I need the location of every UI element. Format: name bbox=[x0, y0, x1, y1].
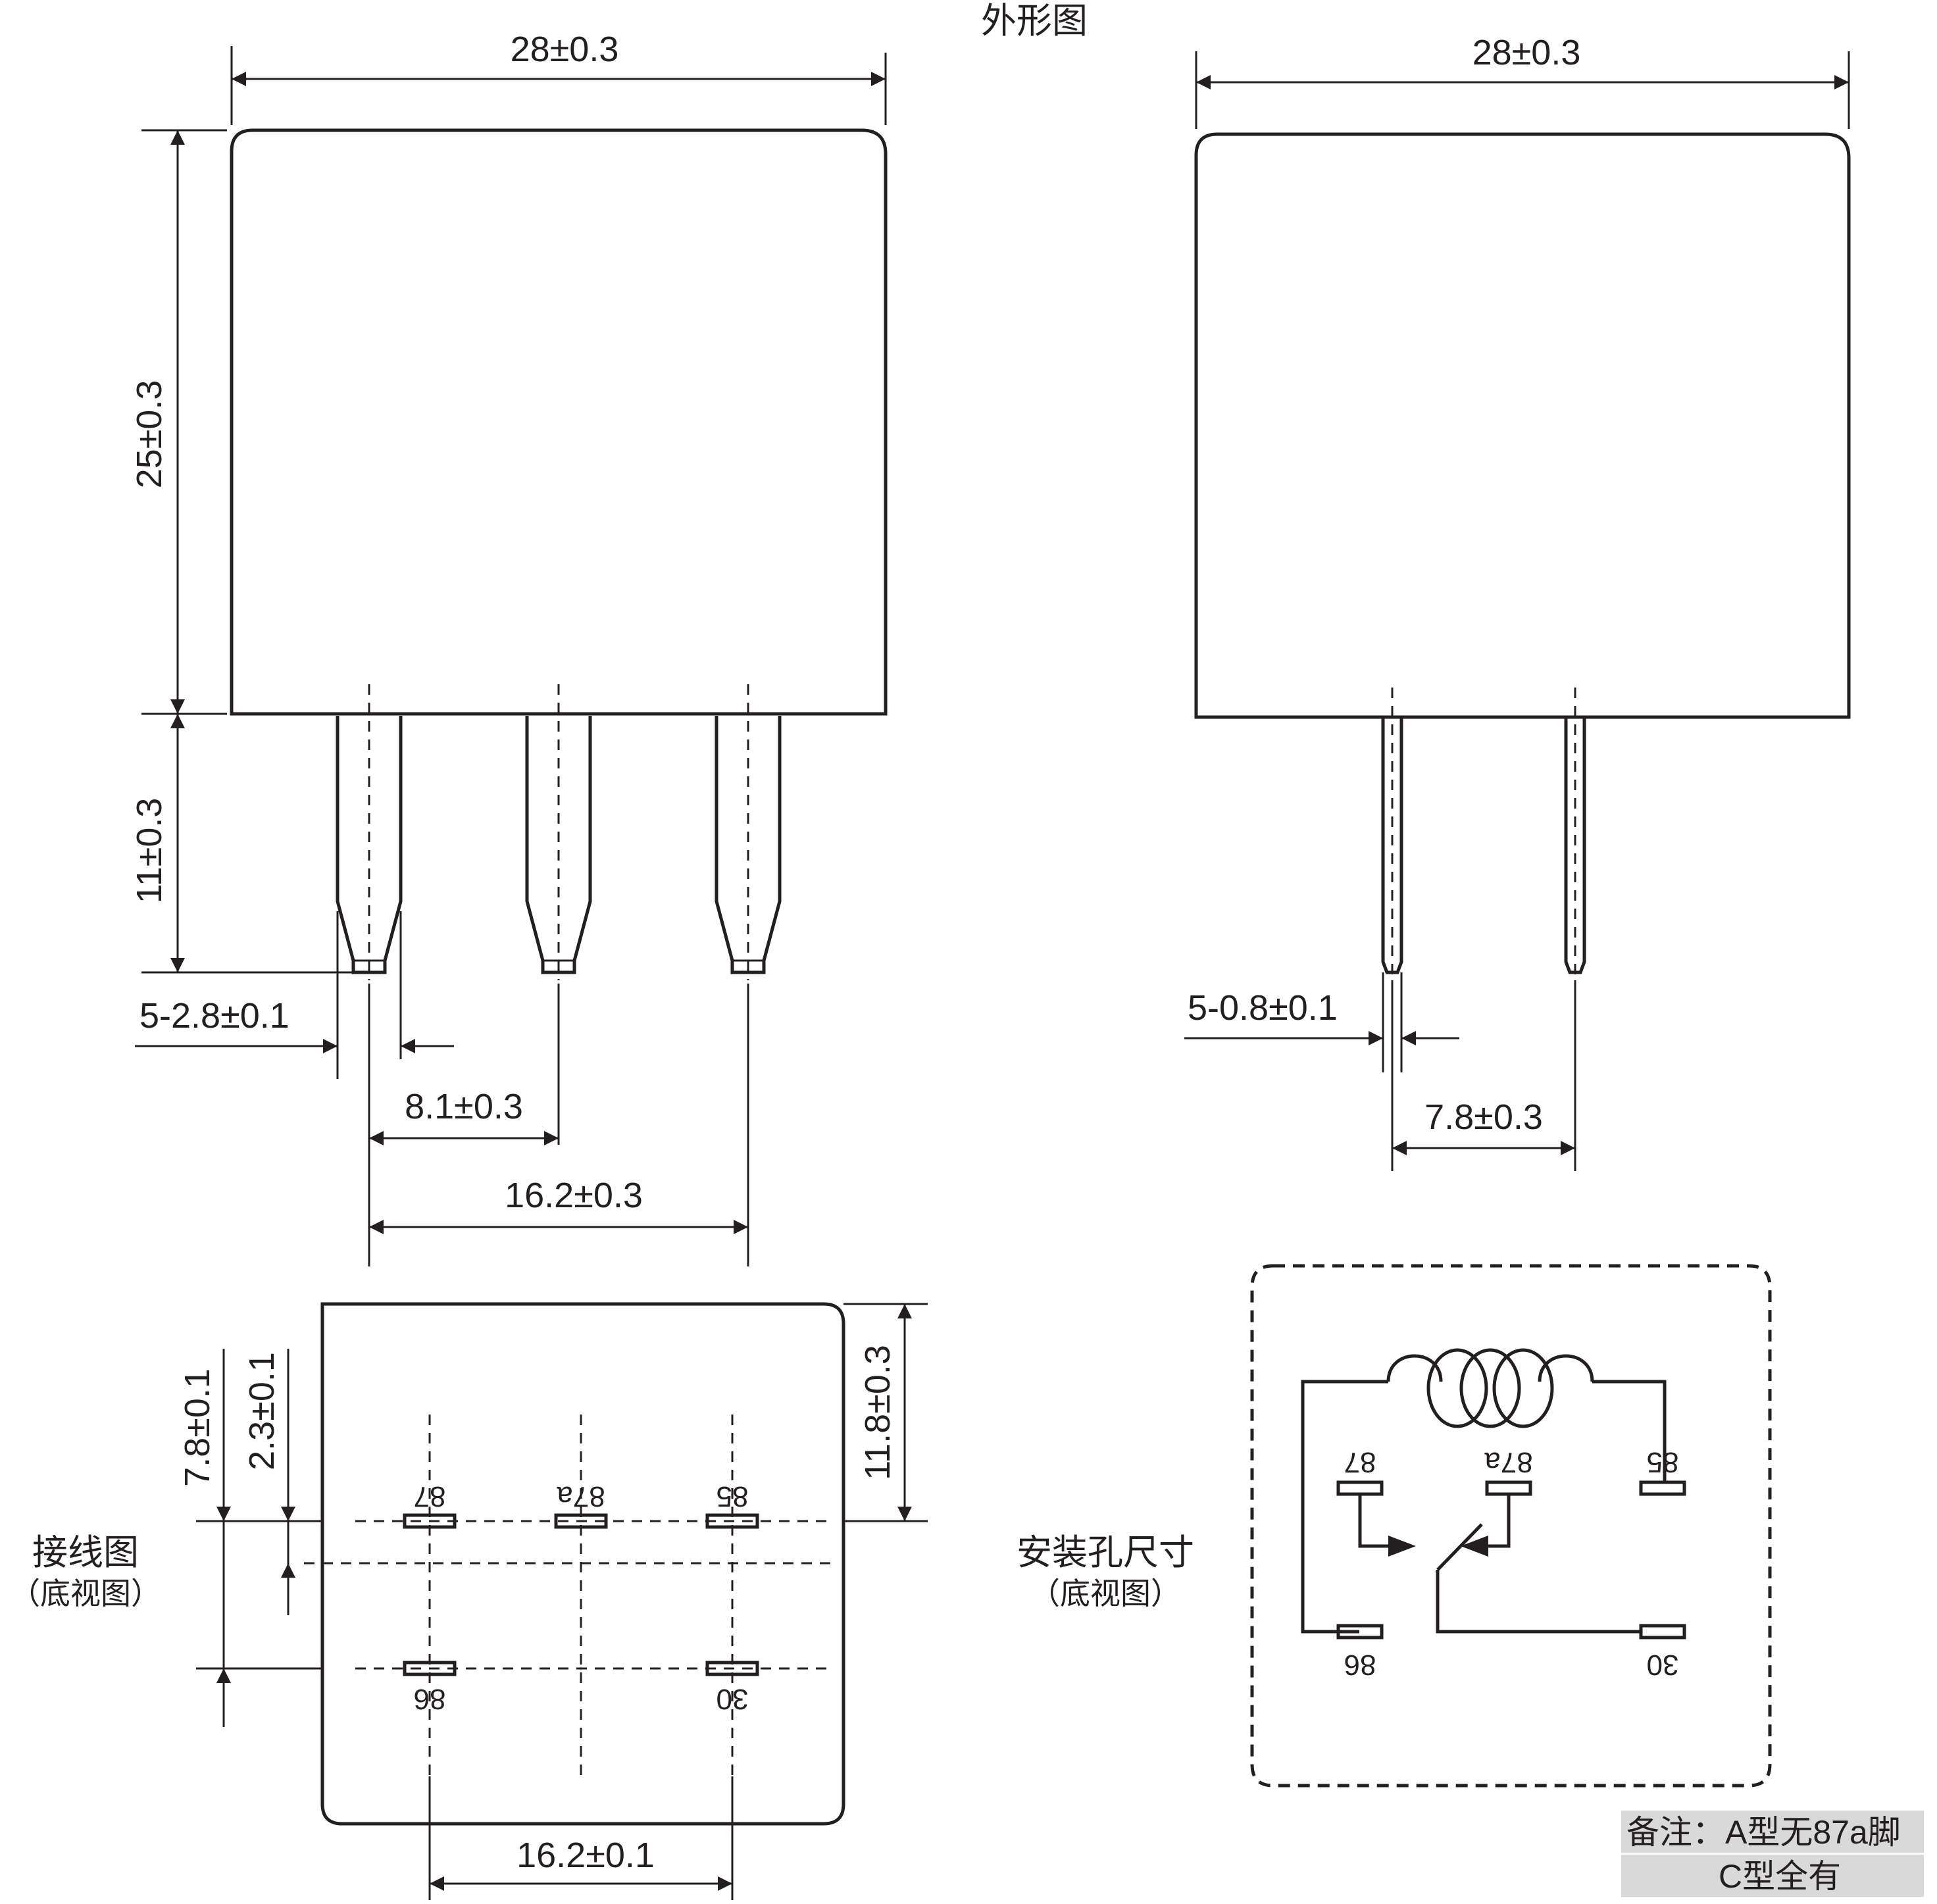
common-30-lead bbox=[1436, 1570, 1641, 1634]
relay-body-outline bbox=[230, 128, 888, 716]
pin-label-87a: 87a bbox=[557, 1480, 605, 1513]
slot-30 bbox=[705, 1661, 759, 1676]
pin-label-87: 87 bbox=[414, 1480, 446, 1513]
side-pin-width-dimension: 5-0.8±0.1 bbox=[1188, 988, 1338, 1028]
slot-86 bbox=[403, 1661, 457, 1676]
slot-87a bbox=[554, 1513, 608, 1529]
wiring-body-outline bbox=[320, 1302, 845, 1826]
wiring-sublabel: （底视图） bbox=[10, 1576, 161, 1611]
center-offset-dimension: 2.3±0.1 bbox=[242, 1352, 282, 1470]
height-dimension: 25±0.3 bbox=[130, 380, 169, 489]
coil-wire-left bbox=[1301, 1380, 1388, 1634]
pad-87a bbox=[1485, 1480, 1532, 1496]
mounting-label: 安装孔尺寸 bbox=[1017, 1533, 1194, 1572]
pin-length-dimension: 11±0.3 bbox=[130, 798, 169, 904]
relay-side-outline bbox=[1194, 132, 1851, 719]
contact-87a-arrow-icon bbox=[1461, 1536, 1488, 1557]
note-box: 备注：A型无87a脚 C型全有 bbox=[1621, 1811, 1924, 1899]
coil-icon bbox=[1386, 1348, 1594, 1428]
wiring-label: 接线图 bbox=[32, 1533, 139, 1572]
schematic-label-87a: 87a bbox=[1484, 1446, 1533, 1478]
pad-87 bbox=[1336, 1480, 1384, 1496]
column-span-dimension: 16.2±0.1 bbox=[516, 1836, 655, 1875]
note-line-1: 备注：A型无87a脚 bbox=[1621, 1811, 1924, 1855]
pin-span-dimension: 16.2±0.3 bbox=[505, 1176, 643, 1215]
mounting-view: 安装孔尺寸 （底视图） 87 87a 85 86 30 bbox=[1017, 1264, 1772, 1788]
width-dimension: 28±0.3 bbox=[511, 30, 619, 69]
pin-width-dimension: 5-2.8±0.1 bbox=[139, 996, 289, 1036]
pin-label-85: 85 bbox=[717, 1480, 749, 1513]
switch-arm bbox=[1436, 1523, 1483, 1571]
top-height-dimension: 11.8±0.3 bbox=[858, 1345, 897, 1480]
slot-85 bbox=[705, 1513, 759, 1529]
side-width-dimension: 28±0.3 bbox=[1472, 33, 1581, 72]
right-side-view: 28±0.3 5-0.8±0.1 7.8±0.3 bbox=[1184, 33, 1851, 1171]
schematic-label-85: 85 bbox=[1647, 1446, 1679, 1478]
wiring-view: 接线图 （底视图） 87 87a 85 86 30 7.8±0.1 bbox=[10, 1302, 928, 1900]
pin-label-86: 86 bbox=[414, 1683, 446, 1715]
contact-87-arrow-icon bbox=[1388, 1536, 1416, 1557]
coil-wire-right bbox=[1592, 1380, 1667, 1482]
note-line-2: C型全有 bbox=[1621, 1855, 1924, 1899]
schematic-label-30: 30 bbox=[1647, 1649, 1679, 1681]
contact-87a-lead bbox=[1482, 1494, 1511, 1548]
pin-pitch-dimension: 8.1±0.3 bbox=[405, 1087, 523, 1126]
contact-87-lead bbox=[1358, 1494, 1395, 1548]
mounting-sublabel: （底视图） bbox=[1030, 1576, 1181, 1611]
schematic-label-87: 87 bbox=[1344, 1446, 1376, 1478]
side-pin-pitch-dimension: 7.8±0.3 bbox=[1424, 1097, 1543, 1137]
schematic-label-86: 86 bbox=[1344, 1649, 1376, 1681]
left-front-view: 28±0.3 25±0.3 11±0.3 5-2 bbox=[130, 30, 888, 1266]
pin-label-30: 30 bbox=[717, 1683, 749, 1715]
slot-87 bbox=[403, 1513, 457, 1529]
pad-30 bbox=[1639, 1624, 1686, 1640]
page-title: 外形图 bbox=[981, 1, 1088, 41]
pad-85 bbox=[1639, 1480, 1686, 1496]
pad-86 bbox=[1336, 1624, 1384, 1640]
row-spacing-dimension: 7.8±0.1 bbox=[178, 1368, 217, 1487]
mounting-dashed-outline bbox=[1250, 1264, 1772, 1788]
